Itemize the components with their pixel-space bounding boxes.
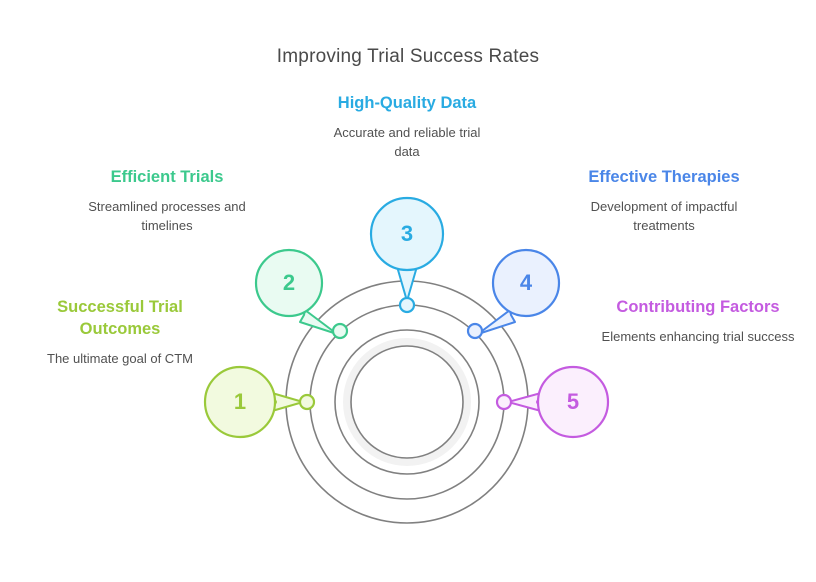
bubble-tail-1 [271, 392, 304, 412]
node-heading-2: Efficient Trials [110, 168, 224, 186]
bubble-tail-5 [507, 392, 542, 412]
node-bubble-3[interactable] [369, 196, 445, 272]
node-heading-3: High-Quality Data [337, 94, 477, 112]
ring-marker-dot-2[interactable] [331, 322, 349, 340]
ring-marker-dot-1[interactable] [298, 393, 316, 411]
concentric-rings [285, 280, 529, 524]
node-heading-1: Successful Trial Outcomes [57, 298, 183, 338]
node-heading-5: Contributing Factors [616, 298, 780, 316]
node-text-block-5: Contributing Factors Elements enhancing … [600, 297, 796, 347]
node-bubble-4[interactable] [491, 248, 561, 318]
page-title: Improving Trial Success Rates [276, 46, 540, 67]
node-text-block-3: High-Quality Data Accurate and reliable … [327, 93, 487, 162]
node-description-4: Development of impactful treatments [590, 198, 738, 233]
node-text-block-1: Successful Trial Outcomes The ultimate g… [20, 297, 220, 369]
node-bubble-5[interactable] [536, 365, 610, 439]
node-text-block-4: Effective Therapies Development of impac… [566, 167, 762, 236]
node-description-5: Elements enhancing trial success [601, 328, 795, 344]
ring-marker-dots [298, 296, 513, 411]
ring-inner-4 [350, 345, 464, 459]
bubble-tail-4 [477, 309, 516, 335]
ring-marker-dot-3[interactable] [398, 296, 416, 314]
node-heading-4: Effective Therapies [588, 168, 740, 186]
ring-marker-dot-5[interactable] [495, 393, 513, 411]
node-bubble-2[interactable] [254, 248, 324, 318]
node-text-block-2: Efficient Trials Streamlined processes a… [78, 167, 256, 236]
bubble-circles [203, 196, 610, 439]
node-bubble-1[interactable] [203, 365, 277, 439]
ring-marker-dot-4[interactable] [466, 322, 484, 340]
node-description-3: Accurate and reliable trial data [333, 124, 481, 159]
node-description-1: The ultimate goal of CTM [47, 350, 193, 366]
node-description-2: Streamlined processes and timelines [88, 198, 246, 233]
ring-inner-3 [334, 329, 480, 475]
bubble-tail-2 [299, 309, 338, 335]
